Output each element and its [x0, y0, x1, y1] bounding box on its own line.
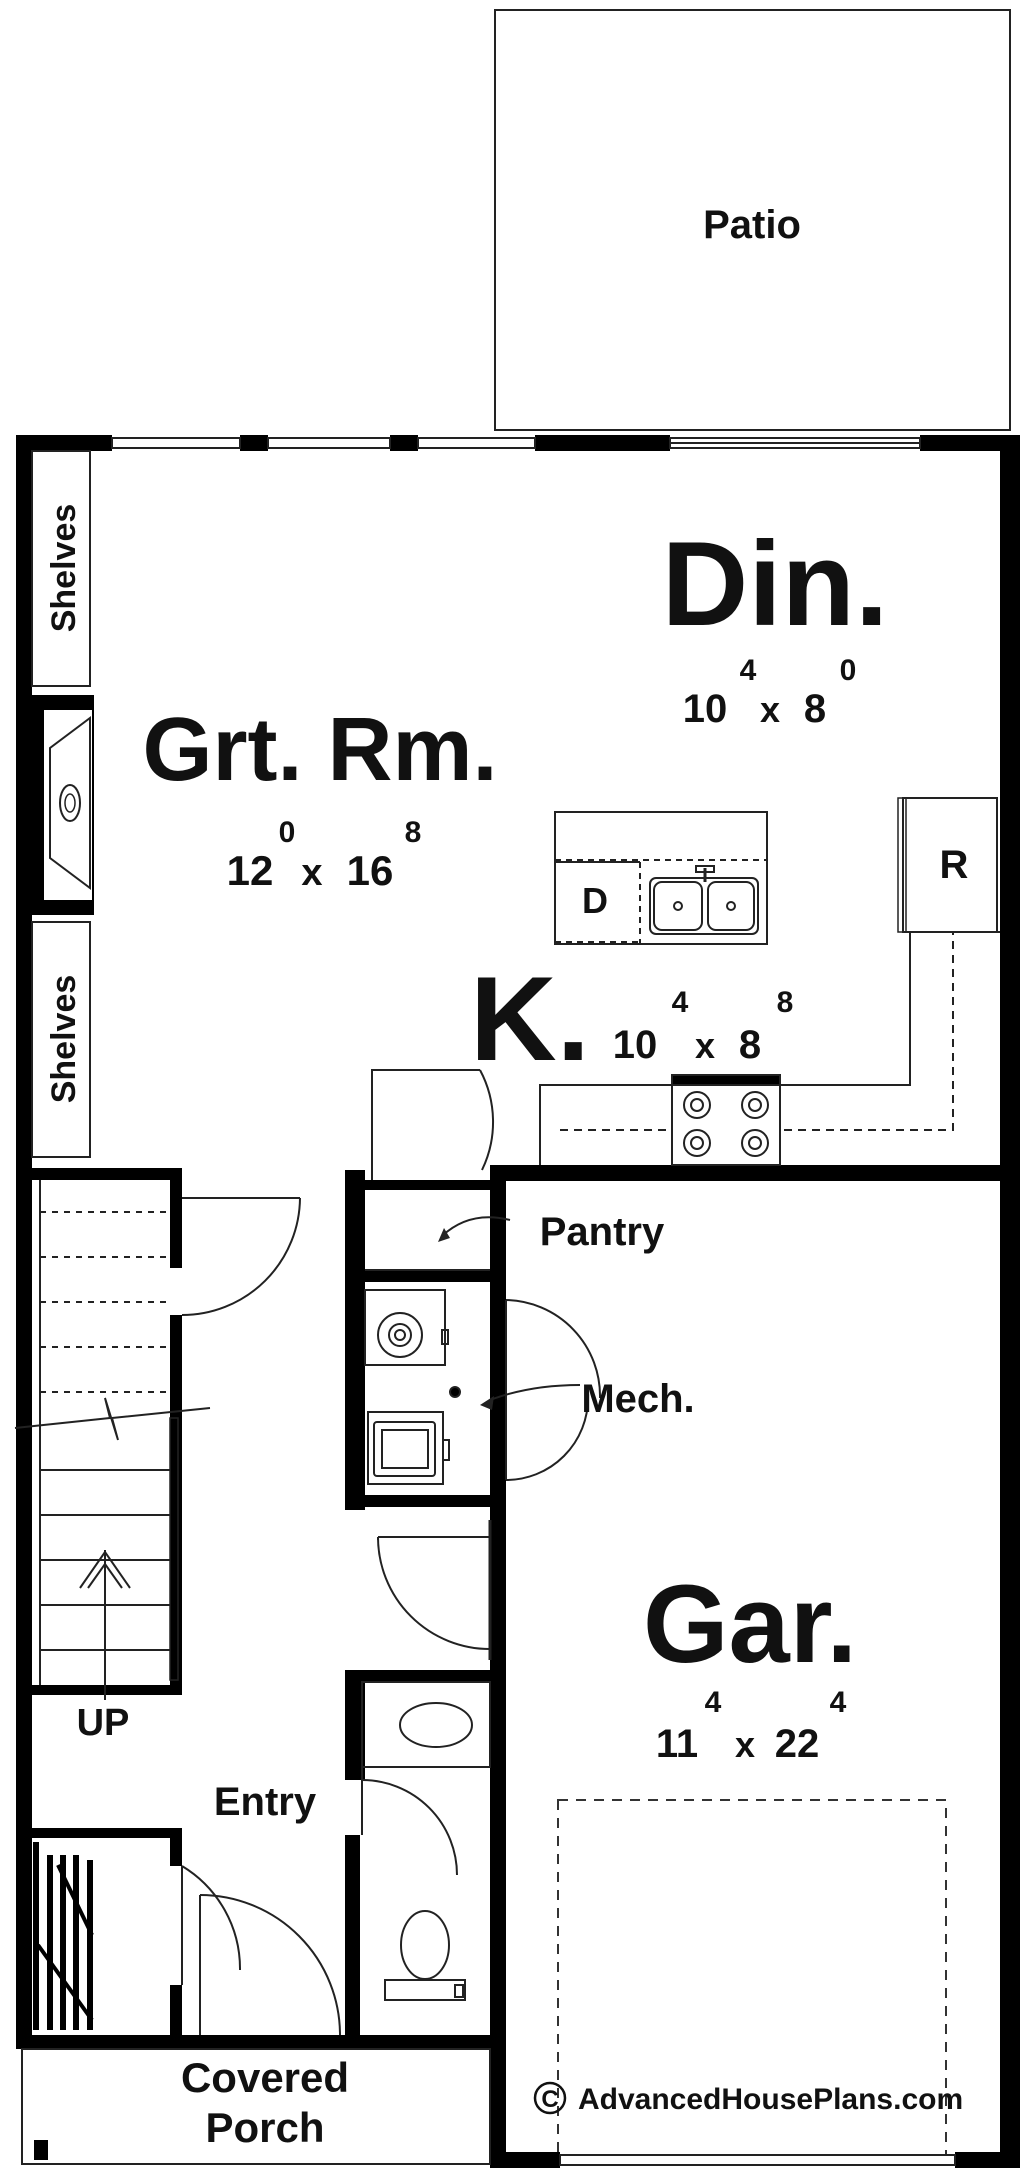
dining-width: 10 — [683, 687, 728, 731]
fireplace — [32, 695, 94, 915]
dishwasher-label: D — [582, 880, 608, 921]
interior-walls — [32, 1168, 506, 2035]
kitchen-x: x — [695, 1025, 715, 1066]
shelves-bottom: Shelves — [31, 921, 91, 1158]
great-room-depth: 16 — [347, 847, 394, 894]
garage: Gar. 11 4 x 22 4 — [557, 1563, 956, 2166]
front-door — [199, 1894, 341, 2036]
patio: Patio — [494, 9, 1011, 431]
powder-room — [361, 1681, 491, 2001]
pantry-label: Pantry — [540, 1210, 665, 1254]
great-room-width: 12 — [227, 847, 274, 894]
kitchen: K. 10 4 x 8 8 — [470, 952, 793, 1086]
copyright-symbol: C — [541, 2086, 558, 2113]
garage-x: x — [735, 1724, 755, 1765]
garage-name: Gar. — [643, 1563, 857, 1686]
mech-label: Mech. — [581, 1377, 694, 1421]
rear-windows — [111, 437, 921, 449]
dining-depth-inches: 0 — [840, 654, 857, 687]
kitchen-depth-inches: 8 — [777, 986, 794, 1019]
mechanical-room — [364, 1289, 602, 1485]
refrigerator: R — [897, 797, 998, 933]
garage-depth-inches: 4 — [830, 1686, 847, 1719]
exterior-walls — [16, 435, 1020, 2168]
staircase — [14, 1180, 211, 1700]
dining-x: x — [760, 689, 780, 730]
entry-label: Entry — [214, 1780, 317, 1824]
mech-arrowhead — [480, 1396, 494, 1410]
stair-door — [181, 1197, 301, 1316]
patio-label: Patio — [703, 203, 801, 247]
garage-width: 11 — [656, 1722, 698, 1766]
great-room: Grt. Rm. 12 0 x 16 8 — [142, 700, 497, 894]
dining-name: Din. — [662, 517, 889, 651]
copyright-text: AdvancedHousePlans.com — [578, 2083, 963, 2116]
garage-door — [559, 2154, 956, 2166]
cooktop-range — [671, 1074, 781, 1166]
copyright: C AdvancedHousePlans.com — [533, 2081, 963, 2116]
covered-porch-line1: Covered — [181, 2054, 349, 2101]
great-room-depth-inches: 8 — [405, 816, 422, 849]
shelves-top: Shelves — [31, 450, 91, 687]
great-room-width-inches: 0 — [279, 816, 296, 849]
pantry-arrow — [441, 1216, 511, 1237]
covered-porch-line2: Porch — [205, 2104, 324, 2151]
closet-shelving — [33, 1842, 94, 2030]
kitchen-depth: 8 — [739, 1023, 761, 1067]
dining-width-inches: 4 — [740, 654, 757, 687]
shelves-top-label: Shelves — [45, 504, 83, 633]
dining-room: Din. 10 4 x 8 0 — [662, 517, 889, 731]
copyright-symbol-circle — [533, 2081, 567, 2115]
stair-handrail — [169, 1417, 179, 1681]
kitchen-island — [554, 811, 768, 945]
covered-porch: Covered Porch — [21, 2048, 491, 2165]
garage-depth: 22 — [775, 1722, 820, 1766]
refrigerator-label: R — [940, 843, 969, 887]
kitchen-name: K. — [470, 952, 590, 1086]
pantry-closet — [365, 1069, 495, 1271]
garage-entry-door — [377, 1520, 492, 1660]
dining-depth: 8 — [804, 687, 826, 731]
stairs-up-label: UP — [77, 1702, 130, 1744]
shelves-bottom-label: Shelves — [45, 975, 83, 1104]
closet-door — [181, 1865, 242, 1985]
garage-width-inches: 4 — [705, 1686, 722, 1719]
great-room-x: x — [301, 852, 322, 894]
kitchen-sink — [649, 865, 759, 935]
mech-arrow — [489, 1384, 581, 1401]
kitchen-width-inches: 4 — [672, 986, 689, 1019]
pantry-arrowhead — [438, 1228, 450, 1242]
great-room-name: Grt. Rm. — [142, 700, 497, 800]
kitchen-width: 10 — [613, 1023, 658, 1067]
